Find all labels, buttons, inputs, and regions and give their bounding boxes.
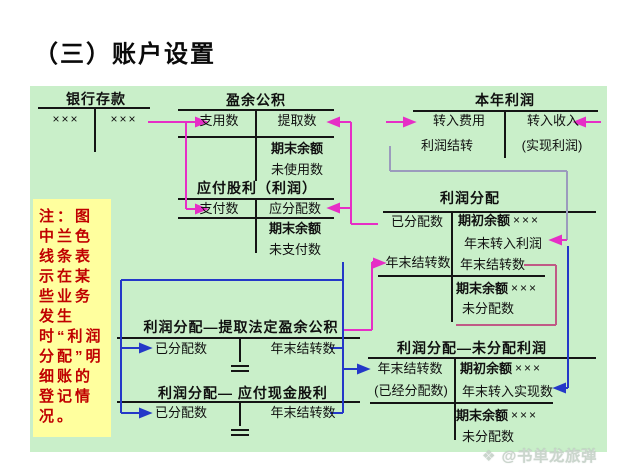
dist-undistributed-ending-balance: 期末余额 ×××: [456, 408, 539, 424]
current-year-profit-debit1: 转入费用: [432, 113, 485, 128]
dividends-payable-unpaid-label: 未支付数: [268, 242, 321, 257]
profit-distribution-credit2: 年末转入利润: [464, 236, 543, 251]
current-year-profit-title: 本年利润: [475, 92, 535, 108]
ending-balance-value: ×××: [511, 281, 539, 295]
watermark-text: @书单龙旅弹: [501, 448, 598, 465]
surplus-reserve-ending-balance: 期末余额: [270, 141, 323, 156]
dist-undistributed-debit1: 年末结转数: [377, 361, 443, 376]
bank-title: 银行存款: [66, 91, 126, 107]
note-box: 注：图中兰色线条表示在某些业务发生时“利润分配”明细账的登记情况。: [33, 199, 111, 437]
dist-undistributed-title: 利润分配—未分配利润: [397, 340, 547, 356]
current-year-profit-credit2: (实现利润): [521, 138, 583, 153]
current-year-profit-credit1: 转入收入: [526, 113, 579, 128]
ending-balance-label: 期末余额: [456, 408, 509, 423]
watermark-icon: ❖: [482, 448, 497, 465]
opening-balance-label: 期初余额: [458, 213, 511, 228]
dist-cash-dividend-debit: 已分配数: [154, 405, 207, 420]
profit-distribution-opening-balance: 期初余额 ×××: [458, 213, 541, 229]
bank-debit-value: ×××: [52, 112, 80, 126]
dist-undistributed-undistributed: 未分配数: [462, 429, 515, 444]
dist-statutory-surplus-debit: 已分配数: [154, 341, 207, 356]
profit-distribution-debit1: 已分配数: [390, 214, 443, 229]
dividends-payable-credit-label: 应分配数: [268, 201, 321, 216]
profit-distribution-undistributed: 未分配数: [462, 301, 515, 316]
profit-distribution-ending-balance: 期末余额 ×××: [456, 281, 539, 297]
ending-balance-value: ×××: [511, 408, 539, 422]
dividends-payable-ending-balance: 期末余额: [268, 221, 321, 236]
profit-distribution-title: 利润分配: [440, 190, 500, 206]
surplus-reserve-unused-label: 未使用数: [270, 162, 323, 177]
surplus-reserve-credit-label: 提取数: [277, 113, 317, 128]
current-year-profit-debit2: 利润结转: [420, 138, 473, 153]
opening-balance-value: ×××: [513, 213, 541, 227]
watermark: ❖ @书单龙旅弹: [482, 445, 597, 466]
ending-balance-label: 期末余额: [456, 281, 509, 296]
dist-undistributed-debit2: (已经分配数): [374, 383, 448, 398]
dist-cash-dividend-credit: 年末结转数: [270, 405, 336, 420]
opening-balance-value: ×××: [515, 361, 543, 375]
opening-balance-label: 期初余额: [460, 361, 513, 376]
dividends-payable-debit-label: 支付数: [199, 201, 239, 216]
profit-distribution-debit2: 年末结转数: [385, 255, 451, 270]
surplus-reserve-debit-label: 支用数: [199, 113, 239, 128]
surplus-reserve-title: 盈余公积: [226, 92, 286, 108]
dist-cash-dividend-title: 利润分配— 应付现金股利: [158, 385, 328, 401]
dist-undistributed-credit2: 年末转入实现数: [462, 384, 554, 399]
dist-undistributed-opening-balance: 期初余额 ×××: [460, 361, 543, 377]
bank-credit-value: ×××: [110, 112, 138, 126]
dividends-payable-title: 应付股利（利润）: [197, 180, 317, 196]
page-title: （三）账户设置: [34, 41, 216, 68]
dist-statutory-surplus-credit: 年末结转数: [270, 341, 336, 356]
dist-statutory-surplus-title: 利润分配—提取法定盈余公积: [143, 319, 339, 335]
profit-distribution-credit3: 年末结转数: [460, 257, 526, 272]
